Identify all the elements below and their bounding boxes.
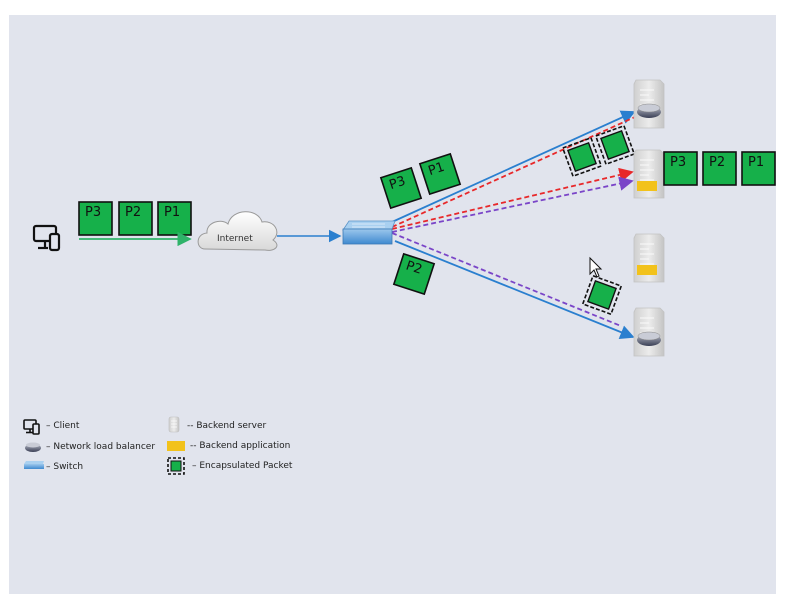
flow-red-to-server-1: [391, 116, 636, 228]
legend-backend-server-icon: [168, 416, 180, 433]
client-packet-p3: P3: [78, 201, 113, 236]
legend-backend-app-label: -- Backend application: [190, 441, 291, 451]
legend-client-icon: [23, 419, 40, 435]
backend-server-icon: [633, 149, 665, 199]
packet-label: P1: [164, 205, 180, 220]
encapsulated-packet: [561, 136, 603, 178]
legend-switch-label: – Switch: [46, 462, 84, 472]
flow-purple-to-server-2: [391, 176, 634, 233]
legend-switch-icon: [24, 461, 44, 469]
legend-backend-app-icon: [167, 441, 185, 451]
nlb-icon: [637, 331, 661, 346]
flow-purple-to-server-4: [391, 232, 622, 327]
switch-icon: [342, 220, 396, 245]
delivered-packet-p2: P2: [702, 151, 737, 186]
delivered-packet-p1: P1: [741, 151, 776, 186]
legend-client: – Client: [46, 418, 79, 434]
legend-encapsulated-packet-icon: [167, 457, 185, 475]
flow-blue-to-server-4: [394, 240, 635, 339]
packet-label: P2: [125, 205, 141, 220]
packet-label: P3: [387, 174, 407, 193]
flow-blue-to-server-1: [391, 110, 636, 223]
client-icon: [32, 224, 61, 252]
legend-backend-server-label: -- Backend server: [187, 421, 267, 431]
backend-app-icon: [637, 265, 657, 275]
switch-packet-p1: P1: [418, 152, 462, 196]
legend-encapsulated: – Encapsulated Packet: [192, 458, 292, 474]
packet-label: P2: [709, 155, 725, 170]
legend-client-label: – Client: [46, 421, 80, 431]
legend-nlb-icon: [25, 442, 41, 452]
delivered-packet-p3: P3: [663, 151, 698, 186]
backend-server-icon: [633, 79, 665, 129]
packet-label: P1: [426, 160, 446, 179]
flow-red-to-server-2: [391, 167, 634, 230]
internet-cloud-icon: Internet: [197, 211, 278, 251]
legend-switch: – Switch: [46, 459, 83, 475]
switch-packet-p3: P3: [379, 166, 423, 210]
internet-label: Internet: [217, 234, 253, 244]
packet-label: P2: [404, 259, 424, 278]
nlb-icon: [637, 103, 661, 118]
encapsulated-packet: [581, 274, 623, 316]
switch-packet-p2: P2: [392, 252, 436, 296]
backend-app-icon: [637, 181, 657, 191]
legend-nlb: – Network load balancer: [46, 439, 155, 455]
packet-label: P3: [85, 205, 101, 220]
legend-nlb-label: – Network load balancer: [46, 442, 156, 452]
packet-label: P3: [670, 155, 686, 170]
packet-label: P1: [748, 155, 764, 170]
client-packet-p1: P1: [157, 201, 192, 236]
backend-server-icon: [633, 307, 665, 357]
encapsulated-packet: [594, 124, 636, 166]
client-packet-p2: P2: [118, 201, 153, 236]
legend-backend-app: -- Backend application: [190, 438, 290, 454]
legend-backend-server: -- Backend server: [187, 418, 266, 434]
mouse-cursor: [589, 256, 603, 278]
legend-encapsulated-label: – Encapsulated Packet: [192, 461, 293, 471]
backend-server-icon: [633, 233, 665, 283]
